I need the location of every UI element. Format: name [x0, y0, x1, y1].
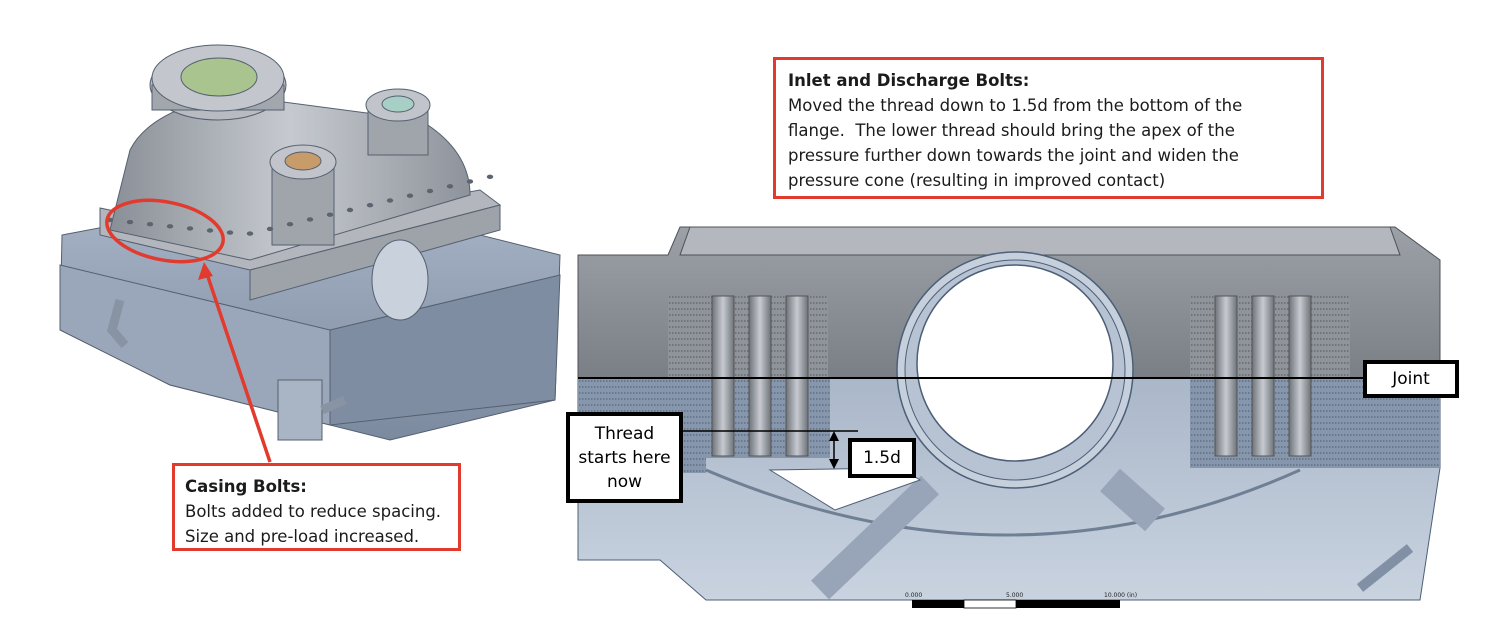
casing-bolt-hole [166, 224, 174, 229]
side-pipe-left [107, 298, 129, 348]
casing-bolt-hole [326, 212, 334, 217]
casing-bolt-hole [386, 198, 394, 203]
scale-tick-2: 10.000 (in) [1104, 592, 1137, 599]
casing-bolt-hole [246, 231, 254, 236]
bearing-bore [371, 239, 429, 321]
casing-bolt-hole [266, 226, 274, 232]
scale-tick-1: 5.000 [1006, 592, 1023, 599]
inlet-discharge-callout-title: Inlet and Discharge Bolts: [788, 71, 1030, 90]
dimension-arrow-bottom [829, 459, 839, 469]
discharge-studs-right [1214, 295, 1312, 457]
lower-hatch-mid [690, 378, 830, 458]
casing-bolt-hole [406, 193, 414, 198]
drain-pipe [277, 379, 323, 441]
casing-bolt-hole [126, 219, 134, 225]
casing-callout-leader [203, 267, 272, 463]
casing-bolt-row [106, 174, 494, 236]
casing-base-side [329, 274, 561, 426]
casing-callout-arrowhead [198, 262, 213, 280]
lower-casing-section [577, 377, 1441, 601]
joint-label: Joint [1363, 360, 1459, 398]
inlet-flange-face [180, 57, 258, 97]
inlet-discharge-callout: Inlet and Discharge Bolts: Moved the thr… [773, 57, 1324, 199]
casing-bolt-hole [286, 222, 294, 227]
upper-hatch-right [1190, 296, 1350, 378]
casing-bolt-hole [306, 217, 314, 222]
casing-bolts-highlight [105, 198, 225, 264]
dimension-label: 1.5d [848, 438, 916, 478]
left-angled-pipe [811, 475, 939, 600]
casing-bolt-hole [426, 188, 434, 194]
upper-casing-section [577, 226, 1441, 379]
right-angled-pipe [1100, 468, 1165, 532]
bore-outer-ring [896, 251, 1134, 489]
discharge-flange-face [381, 95, 415, 113]
inlet-discharge-line-1: Moved the thread down to 1.5d from the b… [788, 96, 1243, 115]
split-flange-right [249, 204, 501, 301]
side-pipe-front [320, 395, 347, 415]
casing-bolts-callout-title: Casing Bolts: [185, 477, 307, 496]
dimension-arrow-top [829, 431, 839, 441]
bore-inner-ring [904, 259, 1126, 481]
casing-bolt-hole [186, 226, 194, 231]
scale-tick-0: 0.000 [905, 592, 922, 599]
inlet-discharge-line-4: pressure cone (resulting in improved con… [788, 171, 1166, 190]
casing-bolt-hole [446, 184, 454, 189]
inlet-discharge-line-3: pressure further down towards the joint … [788, 146, 1239, 165]
casing-bolt-hole [366, 203, 374, 208]
upper-hatch-left [668, 296, 828, 378]
right-lower-pipe [1356, 544, 1414, 592]
casing-bolts-line-1: Bolts added to reduce spacing. [185, 502, 442, 521]
side-nozzle-face [284, 151, 322, 171]
bore-opening [916, 264, 1114, 462]
casing-bolt-hole [146, 222, 154, 227]
inlet-discharge-line-2: flange. The lower thread should bring th… [788, 121, 1235, 140]
upper-casing-top [679, 226, 1401, 256]
inlet-studs-left [711, 295, 809, 457]
casing-bolts-callout: Casing Bolts: Bolts added to reduce spac… [172, 463, 461, 551]
casing-bolt-hole [346, 207, 354, 213]
casing-bolt-hole [466, 179, 474, 184]
casing-bolt-hole [206, 228, 214, 233]
casing-bolt-hole [226, 230, 234, 235]
lower-ring-arc [705, 468, 1301, 537]
scale-bar [912, 599, 1120, 609]
casing-bolt-hole [486, 174, 494, 179]
casing-bolts-line-2: Size and pre-load increased. [185, 527, 420, 546]
thread-start-label: Thread starts here now [566, 412, 683, 503]
casing-iso-render [59, 44, 561, 463]
